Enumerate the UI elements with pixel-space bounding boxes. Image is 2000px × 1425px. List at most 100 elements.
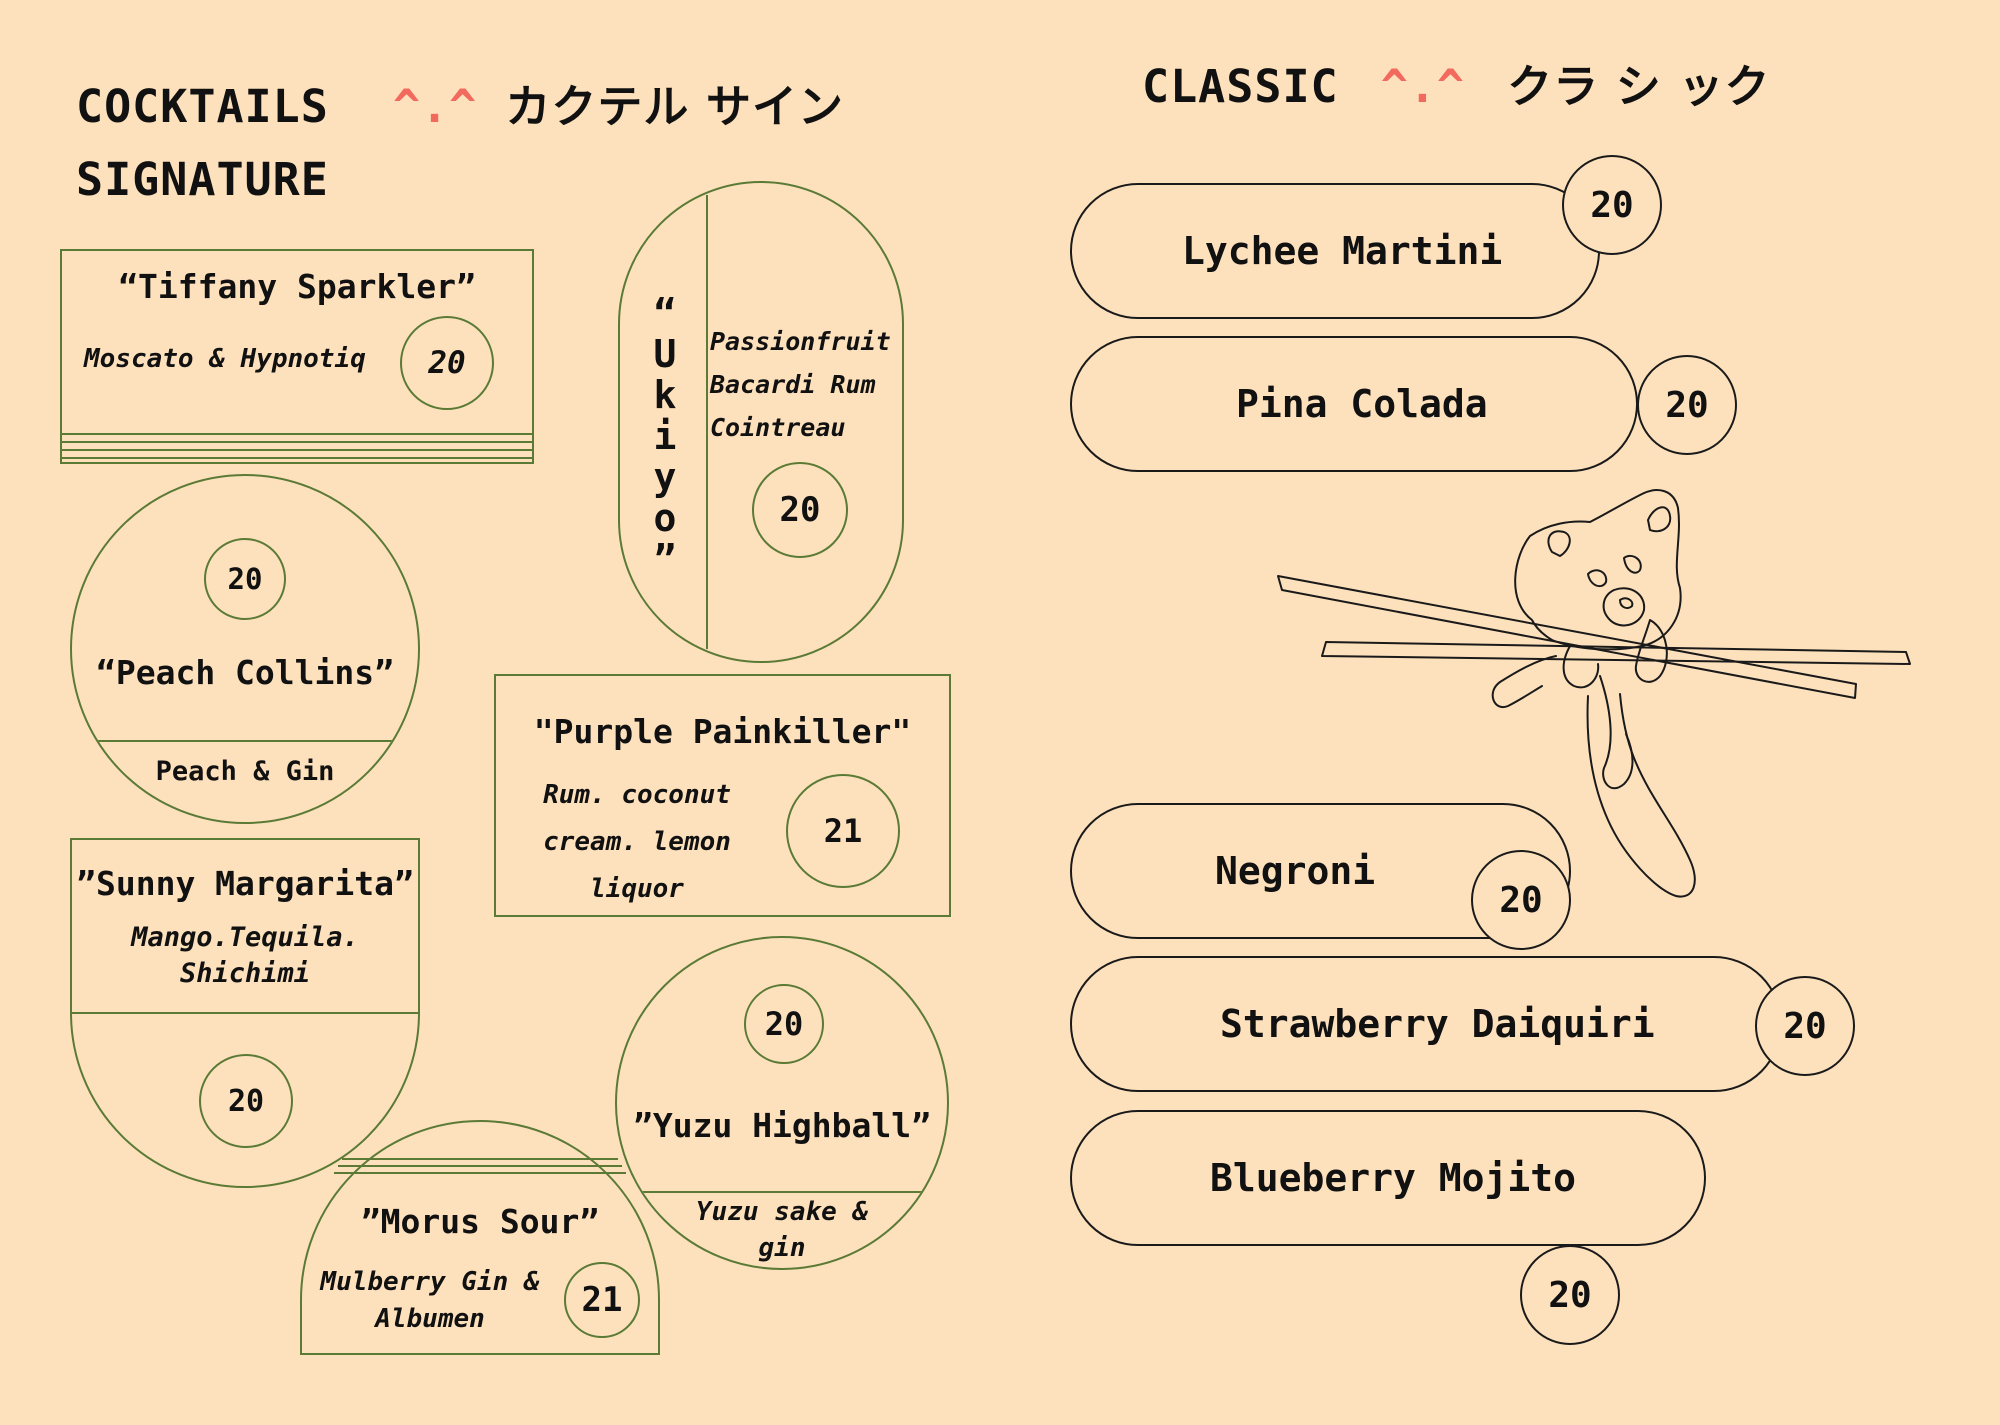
ingredient: Shichimi bbox=[179, 958, 311, 989]
ingredient: Rum. coconut bbox=[543, 780, 731, 810]
classic-jp-title: クラ シ ック bbox=[1507, 60, 1771, 113]
name-char: “ bbox=[653, 291, 677, 335]
ingredient: Bacardi Rum bbox=[710, 370, 876, 399]
classic-kaomoji: ^.^ bbox=[1380, 60, 1466, 113]
name-char: ” bbox=[653, 537, 677, 582]
ingredient: Albumen bbox=[375, 1304, 485, 1334]
ingredient: cream. lemon bbox=[543, 827, 731, 857]
item-name: "Purple Painkiller" bbox=[533, 712, 912, 751]
decor-lines bbox=[334, 1172, 626, 1174]
panda-body bbox=[1562, 645, 1600, 689]
cocktails-title: COCKTAILS bbox=[76, 80, 329, 133]
decor-lines bbox=[62, 449, 532, 451]
panda-ear bbox=[1547, 530, 1571, 557]
classic-item-negroni: Negroni bbox=[1070, 803, 1571, 939]
card-ukiyo: “ U k i y o ” Passionfruit Bacardi Rum C… bbox=[618, 181, 904, 663]
panda-leg bbox=[1599, 675, 1634, 790]
item-ingredients: Moscato & Hypnotiq bbox=[84, 344, 366, 374]
ingredient: Mulberry Gin & bbox=[320, 1267, 540, 1297]
price: 20 bbox=[764, 1005, 804, 1043]
decor-lines bbox=[62, 457, 532, 459]
price: 20 bbox=[1499, 879, 1543, 921]
cocktails-heading: COCKTAILS ^.^ カクテル サイン bbox=[76, 70, 844, 135]
decor-lines bbox=[62, 433, 532, 435]
price-badge: 20 bbox=[1520, 1245, 1620, 1345]
panda-eye bbox=[1587, 569, 1608, 588]
ingredient: liquor bbox=[590, 874, 684, 904]
ingredient: Yuzu sake & bbox=[695, 1197, 869, 1227]
item-name: Lychee Martini bbox=[1182, 229, 1503, 273]
classic-item-lychee-martini: Lychee Martini bbox=[1070, 183, 1600, 319]
classic-item-strawberry-daiquiri: Strawberry Daiquiri bbox=[1070, 956, 1782, 1092]
panda-tail bbox=[1586, 693, 1696, 898]
price: 20 bbox=[1665, 384, 1709, 426]
card-sunny-margarita: ”Sunny Margarita” Mango.Tequila. Shichim… bbox=[70, 838, 420, 1188]
decor-lines bbox=[342, 1158, 618, 1160]
price-badge: 20 bbox=[400, 316, 494, 410]
ingredient: Passionfruit bbox=[710, 327, 891, 356]
item-name: ”Morus Sour” bbox=[360, 1202, 600, 1241]
price: 21 bbox=[823, 812, 863, 850]
ingredient: gin bbox=[758, 1233, 806, 1263]
decor-lines bbox=[62, 441, 532, 443]
card-peach-collins: 20 “Peach Collins” Peach & Gin bbox=[70, 474, 420, 824]
name-char: i bbox=[653, 414, 677, 459]
divider bbox=[617, 1191, 947, 1193]
item-ingredients: Peach & Gin bbox=[155, 756, 335, 787]
price: 20 bbox=[227, 562, 263, 596]
panda-eye bbox=[1623, 554, 1642, 574]
name-char: U bbox=[653, 332, 677, 377]
panda-nose bbox=[1619, 597, 1634, 609]
item-ingredients: Passionfruit Bacardi Rum Cointreau bbox=[710, 320, 891, 449]
price: 20 bbox=[1548, 1274, 1592, 1316]
item-name: Pina Colada bbox=[1236, 382, 1488, 426]
signature-heading: SIGNATURE bbox=[76, 153, 329, 206]
item-name: “Peach Collins” bbox=[95, 653, 394, 692]
name-char: o bbox=[653, 496, 677, 541]
price: 20 bbox=[1783, 1005, 1827, 1047]
item-name: “Tiffany Sparkler” bbox=[118, 267, 476, 306]
card-purple-painkiller: "Purple Painkiller" Rum. coconut cream. … bbox=[494, 674, 951, 917]
price: 20 bbox=[1590, 184, 1634, 226]
item-name-vertical: “ U k i y o ” bbox=[640, 291, 690, 582]
item-name: ”Yuzu Highball” bbox=[632, 1106, 931, 1145]
price-badge: 20 bbox=[1755, 976, 1855, 1076]
divider bbox=[706, 195, 708, 649]
classic-item-pina-colada: Pina Colada bbox=[1070, 336, 1638, 472]
price-badge: 20 bbox=[744, 984, 824, 1064]
price-badge: 21 bbox=[786, 774, 900, 888]
price: 20 bbox=[428, 345, 466, 381]
card-yuzu-highball: 20 ”Yuzu Highball” Yuzu sake & gin bbox=[615, 936, 949, 1270]
name-char: k bbox=[653, 373, 677, 418]
price-badge: 21 bbox=[564, 1262, 640, 1338]
item-ingredients: Rum. coconut cream. lemon liquor bbox=[532, 772, 742, 913]
ingredient: Mango.Tequila. bbox=[131, 922, 359, 953]
divider bbox=[72, 1012, 418, 1014]
item-name: ”Sunny Margarita” bbox=[76, 864, 414, 903]
price: 20 bbox=[227, 1083, 265, 1119]
panda-ear bbox=[1647, 506, 1672, 533]
price-badge: 20 bbox=[204, 538, 286, 620]
decor-lines bbox=[338, 1165, 622, 1167]
classic-heading: CLASSIC ^.^ クラ シ ック bbox=[1142, 50, 1770, 115]
red-panda-illustration bbox=[1277, 489, 1911, 898]
price-badge: 20 bbox=[752, 462, 848, 558]
item-name: Strawberry Daiquiri bbox=[1220, 1002, 1655, 1046]
ingredient: Cointreau bbox=[710, 413, 846, 442]
item-ingredients: Mango.Tequila. Shichimi bbox=[72, 920, 418, 992]
card-morus-sour: ”Morus Sour” Mulberry Gin & Albumen 21 bbox=[300, 1120, 660, 1355]
card-tiffany-sparkler: “Tiffany Sparkler” Moscato & Hypnotiq 20 bbox=[60, 249, 534, 464]
price-badge: 20 bbox=[199, 1054, 293, 1148]
price-badge: 20 bbox=[1471, 850, 1571, 950]
classic-title: CLASSIC bbox=[1142, 60, 1339, 113]
item-ingredients: Mulberry Gin & Albumen bbox=[316, 1264, 544, 1338]
price: 20 bbox=[779, 490, 821, 530]
cocktails-kaomoji: ^.^ bbox=[392, 80, 478, 133]
price-badge: 20 bbox=[1637, 355, 1737, 455]
item-name: Negroni bbox=[1215, 849, 1376, 893]
cocktails-jp-title: カクテル サイン bbox=[505, 80, 844, 133]
name-char: y bbox=[653, 455, 677, 500]
panda-head bbox=[1514, 489, 1682, 651]
panda-paw bbox=[1634, 619, 1668, 683]
panda-snout bbox=[1602, 587, 1646, 627]
